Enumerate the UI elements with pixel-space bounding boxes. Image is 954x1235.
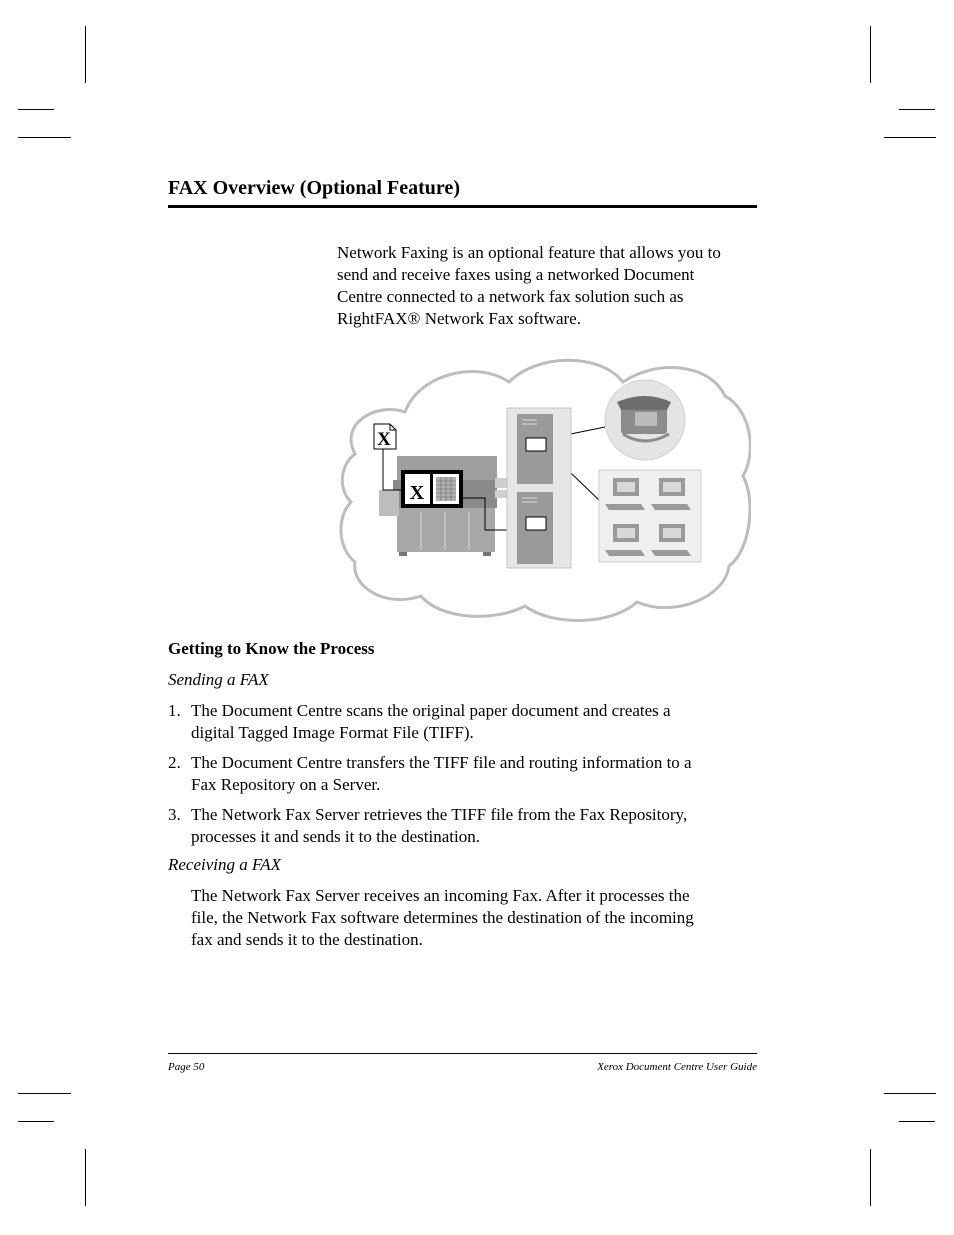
title-rule	[168, 205, 757, 208]
crop-mark	[18, 137, 71, 138]
section-title: FAX Overview (Optional Feature)	[168, 177, 460, 199]
intro-line: RightFAX® Network Fax software.	[337, 309, 581, 328]
step-line: The Document Centre transfers the TIFF f…	[191, 753, 692, 772]
fax-server-icon	[506, 407, 572, 569]
step-number: 2.	[168, 753, 181, 772]
intro-line: send and receive faxes using a networked…	[337, 265, 695, 284]
list-item: 3. The Network Fax Server retrieves the …	[168, 804, 768, 848]
crop-mark	[85, 1149, 86, 1206]
sending-steps-list: 1. The Document Centre scans the origina…	[168, 700, 768, 856]
step-number: 1.	[168, 701, 181, 720]
crop-mark	[884, 1093, 936, 1094]
scanned-document-frame: X	[401, 470, 463, 508]
step-line: The Network Fax Server retrieves the TIF…	[191, 805, 688, 824]
crop-mark	[18, 109, 54, 110]
crop-mark	[884, 137, 936, 138]
intro-paragraph: Network Faxing is an optional feature th…	[337, 242, 767, 330]
network-fax-diagram: X X	[339, 358, 751, 622]
page-number: Page 50	[168, 1061, 205, 1073]
fax-document-icon: X	[373, 423, 397, 450]
receiving-line: fax and sends it to the destination.	[191, 930, 423, 949]
workstations-icon	[598, 469, 702, 563]
document-fax-letter: X	[377, 429, 391, 450]
crop-mark	[85, 26, 86, 83]
crop-mark	[870, 1149, 871, 1206]
list-item: 1. The Document Centre scans the origina…	[168, 700, 768, 744]
crop-mark	[899, 1121, 935, 1122]
crop-mark	[899, 109, 935, 110]
intro-line: Centre connected to a network fax soluti…	[337, 287, 684, 306]
step-line: The Document Centre scans the original p…	[191, 701, 671, 720]
step-line: digital Tagged Image Format File (TIFF).	[191, 723, 474, 742]
step-number: 3.	[168, 805, 181, 824]
footer-rule	[168, 1053, 757, 1054]
process-heading: Getting to Know the Process	[168, 639, 375, 658]
device-fax-letter: X	[410, 482, 425, 504]
receiving-fax-heading: Receiving a FAX	[168, 855, 281, 874]
guide-title: Xerox Document Centre User Guide	[597, 1061, 757, 1073]
crop-mark	[18, 1121, 54, 1122]
receiving-line: file, the Network Fax software determine…	[191, 908, 694, 927]
fax-machine-icon	[604, 379, 686, 461]
intro-line: Network Faxing is an optional feature th…	[337, 243, 721, 262]
step-line: processes it and sends it to the destina…	[191, 827, 480, 846]
list-item: 2. The Document Centre transfers the TIF…	[168, 752, 768, 796]
crop-mark	[870, 26, 871, 83]
receiving-line: The Network Fax Server receives an incom…	[191, 886, 690, 905]
crop-mark	[18, 1093, 71, 1094]
receiving-fax-paragraph: The Network Fax Server receives an incom…	[191, 885, 771, 951]
sending-fax-heading: Sending a FAX	[168, 670, 269, 689]
step-line: Fax Repository on a Server.	[191, 775, 381, 794]
